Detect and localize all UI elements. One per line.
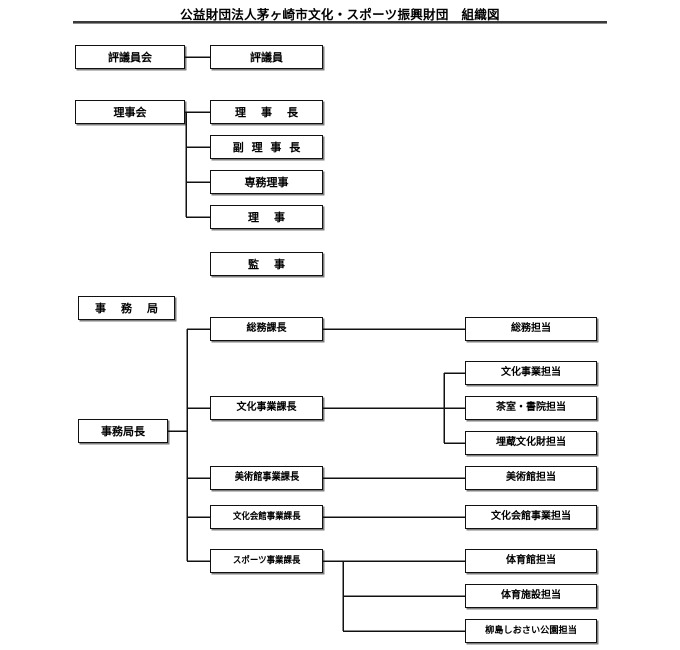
node-kanji[interactable]: 監 事 <box>210 252 323 276</box>
node-somu-kacho[interactable]: 総務課長 <box>210 317 323 341</box>
node-bunkakaikan-jigyo-tanto[interactable]: 文化会館事業担当 <box>465 505 597 529</box>
node-yanagishima-shiosai-koen-tanto[interactable]: 柳島しおさい公園担当 <box>465 619 597 643</box>
node-bunkakaikan-jigyo-kacho[interactable]: 文化会館事業課長 <box>210 505 323 529</box>
node-rijikai[interactable]: 理事会 <box>75 100 185 124</box>
node-hyogiinkai[interactable]: 評議員会 <box>75 45 185 69</box>
node-sports-jigyo-kacho[interactable]: スポーツ事業課長 <box>210 549 323 573</box>
node-riji[interactable]: 理 事 <box>210 205 323 229</box>
node-jimukyoku[interactable]: 事 務 局 <box>78 296 175 320</box>
node-bunka-jigyo-tanto[interactable]: 文化事業担当 <box>465 361 597 385</box>
node-senmu-riji[interactable]: 専務理事 <box>210 170 323 194</box>
node-taiiku-shisetsu-tanto[interactable]: 体育施設担当 <box>465 584 597 608</box>
node-chashitsu-shoin-tanto[interactable]: 茶室・書院担当 <box>465 396 597 420</box>
title-divider <box>73 21 607 24</box>
node-rijicho[interactable]: 理 事 長 <box>210 100 323 124</box>
node-bunka-jigyo-kacho[interactable]: 文化事業課長 <box>210 396 323 420</box>
node-maizo-bunkazai-tanto[interactable]: 埋蔵文化財担当 <box>465 431 597 455</box>
node-taiikukan-tanto[interactable]: 体育館担当 <box>465 549 597 573</box>
page-title: 公益財団法人茅ヶ崎市文化・スポーツ振興財団 組織図 <box>180 7 500 22</box>
node-jimukyokucho[interactable]: 事務局長 <box>78 419 168 443</box>
node-bijutsukan-jigyo-kacho[interactable]: 美術館事業課長 <box>210 466 323 490</box>
node-somu-tanto[interactable]: 総務担当 <box>465 317 597 341</box>
node-hyogiin[interactable]: 評議員 <box>210 45 323 69</box>
node-fuku-rijicho[interactable]: 副 理 事 長 <box>210 135 323 159</box>
node-bijutsukan-tanto[interactable]: 美術館担当 <box>465 466 597 490</box>
